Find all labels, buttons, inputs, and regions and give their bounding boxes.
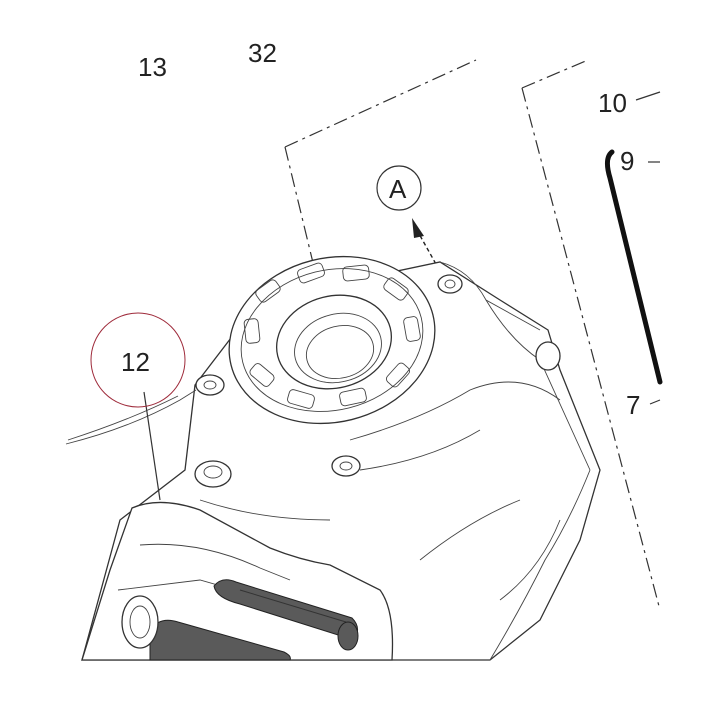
housing-edge-top: [439, 261, 541, 331]
housing-contour-1: [349, 381, 561, 441]
front-cover-part-12: [81, 501, 394, 661]
label-a: A: [389, 174, 407, 204]
housing-contour-4: [199, 499, 331, 521]
label-32: 32: [248, 38, 277, 68]
boss-front-hole: [203, 465, 223, 479]
boss-left-hole: [203, 380, 217, 390]
boss-top-hole: [444, 279, 456, 289]
boundary-top-right: [521, 59, 589, 89]
wire-left: [65, 389, 197, 445]
label-7: 7: [626, 390, 640, 420]
callout-a-circle: [376, 165, 422, 211]
housing-contour-5: [499, 519, 561, 601]
grip-end-cap: [337, 621, 359, 651]
label-13: 13: [138, 52, 167, 82]
leader-12: [143, 391, 161, 501]
leader-7: [649, 399, 661, 405]
grip-upper: [213, 579, 358, 641]
boundary-right: [521, 87, 661, 611]
boss-top: [437, 274, 463, 294]
housing-edge-lower: [489, 469, 591, 661]
arrowhead-a: [412, 218, 424, 238]
boundary-top-left: [284, 59, 477, 148]
leader-10: [635, 91, 661, 101]
slotted-flange: [228, 255, 436, 425]
label-9: 9: [620, 146, 634, 176]
grip-upper-highlight: [239, 589, 347, 623]
label-10: 10: [598, 88, 627, 118]
boss-lower: [331, 455, 361, 477]
housing-contour-3: [419, 499, 521, 561]
housing-contour-2: [359, 429, 481, 471]
boss-lower-hole: [339, 461, 353, 471]
label-12: 12: [121, 347, 150, 377]
boss-left: [195, 374, 225, 396]
rod-part-9: [604, 149, 663, 385]
knob-left: [121, 595, 159, 649]
boss-right: [535, 341, 561, 371]
boss-front: [194, 460, 232, 488]
highlight-circle-12: [90, 312, 186, 408]
